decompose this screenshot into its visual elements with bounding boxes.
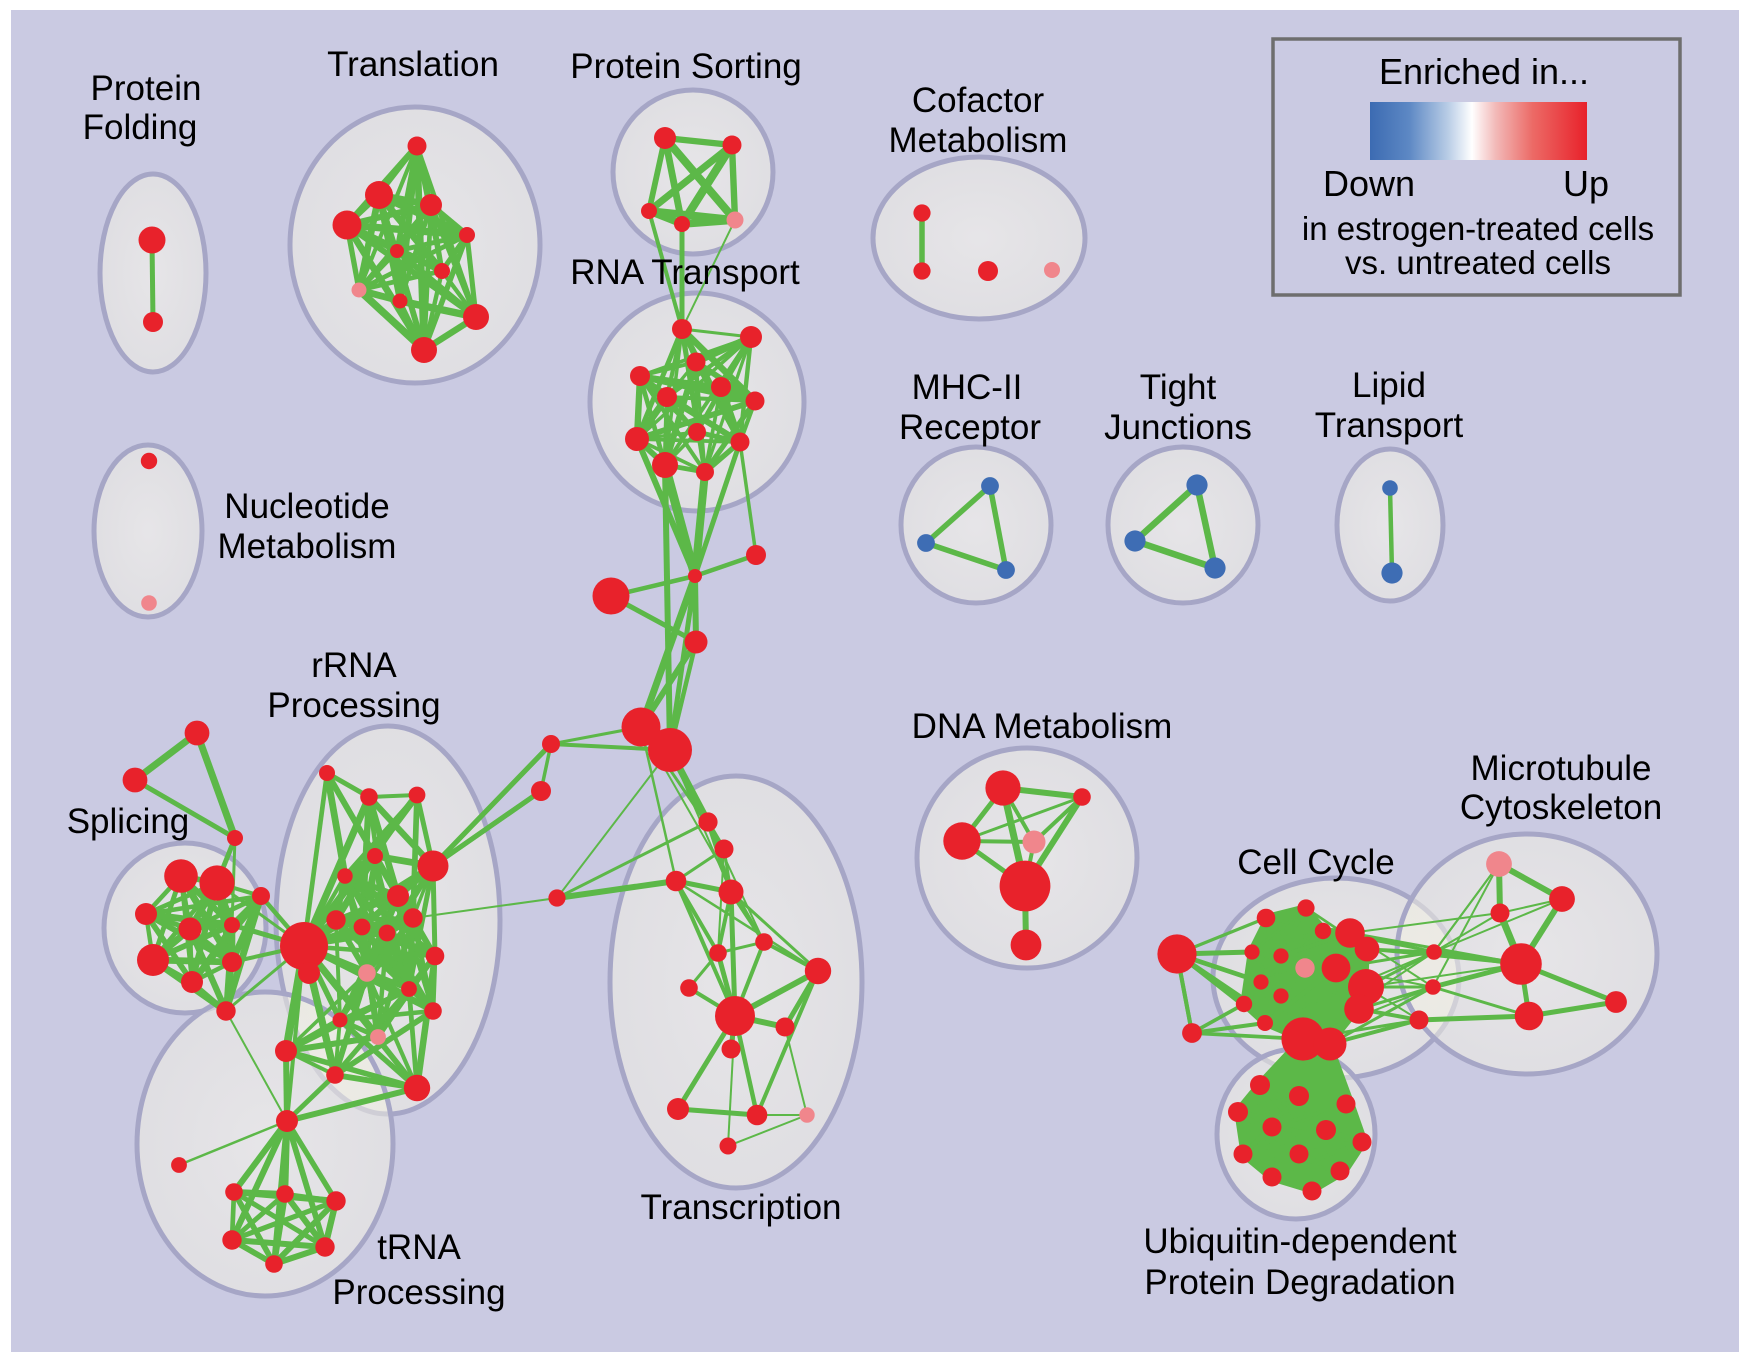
svg-text:rRNA: rRNA bbox=[311, 646, 397, 685]
svg-text:Metabolism: Metabolism bbox=[889, 121, 1068, 160]
svg-text:Ubiquitin-dependent: Ubiquitin-dependent bbox=[1143, 1222, 1457, 1261]
svg-text:Protein Sorting: Protein Sorting bbox=[570, 47, 802, 86]
svg-text:Lipid: Lipid bbox=[1352, 366, 1426, 405]
svg-text:Down: Down bbox=[1323, 163, 1415, 204]
svg-text:Protein: Protein bbox=[91, 69, 202, 108]
svg-text:Tight: Tight bbox=[1140, 368, 1217, 407]
svg-text:Splicing: Splicing bbox=[67, 802, 190, 841]
svg-text:Processing: Processing bbox=[267, 686, 440, 725]
svg-text:Cytoskeleton: Cytoskeleton bbox=[1460, 788, 1662, 827]
svg-text:vs. untreated cells: vs. untreated cells bbox=[1345, 244, 1611, 281]
svg-text:Enriched in...: Enriched in... bbox=[1379, 51, 1589, 92]
svg-text:Metabolism: Metabolism bbox=[218, 527, 397, 566]
svg-text:Microtubule: Microtubule bbox=[1471, 749, 1652, 788]
svg-text:Cofactor: Cofactor bbox=[912, 81, 1045, 120]
svg-text:tRNA: tRNA bbox=[377, 1228, 461, 1267]
svg-text:Transport: Transport bbox=[1315, 406, 1464, 445]
svg-text:in estrogen-treated cells: in estrogen-treated cells bbox=[1302, 210, 1654, 247]
svg-text:Junctions: Junctions bbox=[1104, 408, 1252, 447]
svg-text:Transcription: Transcription bbox=[641, 1188, 842, 1227]
svg-text:Translation: Translation bbox=[327, 45, 499, 84]
svg-text:Up: Up bbox=[1563, 163, 1609, 204]
svg-text:Protein Degradation: Protein Degradation bbox=[1144, 1263, 1455, 1302]
svg-text:Receptor: Receptor bbox=[899, 408, 1041, 447]
svg-text:Cell Cycle: Cell Cycle bbox=[1237, 843, 1395, 882]
svg-text:Folding: Folding bbox=[83, 108, 198, 147]
svg-text:RNA Transport: RNA Transport bbox=[570, 253, 800, 292]
svg-text:MHC-II: MHC-II bbox=[912, 368, 1023, 407]
svg-text:Processing: Processing bbox=[332, 1273, 505, 1312]
svg-text:DNA Metabolism: DNA Metabolism bbox=[912, 707, 1173, 746]
svg-text:Nucleotide: Nucleotide bbox=[224, 487, 389, 526]
